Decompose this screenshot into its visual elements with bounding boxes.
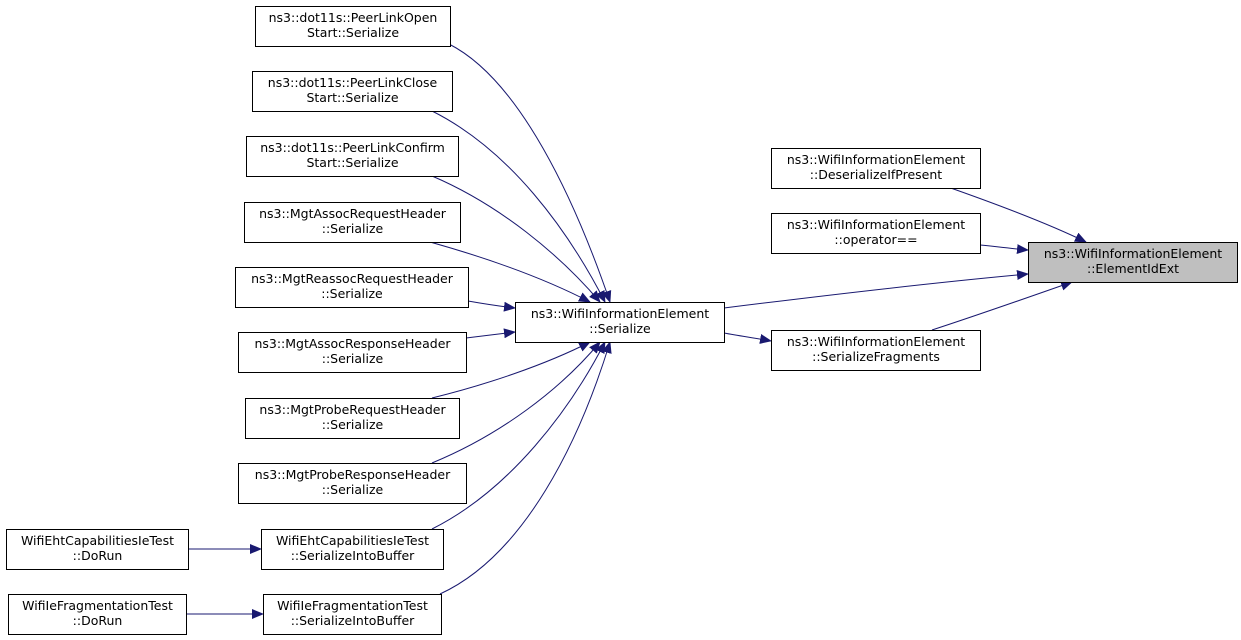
edge-ser-to-root (723, 270, 1029, 309)
edge-ser-to-serfrag (723, 332, 772, 344)
node-label-line: Start::Serialize (306, 155, 398, 170)
node-box (245, 398, 460, 439)
node-label-line: ns3::dot11s::PeerLinkClose (268, 75, 438, 90)
edges-layer (185, 43, 1087, 619)
node-plcl[interactable]: ns3::dot11s::PeerLinkCloseStart::Seriali… (252, 71, 453, 112)
node-box (8, 594, 187, 635)
node-label-line: ns3::dot11s::PeerLinkConfirm (260, 140, 445, 155)
node-label-line: ::SerializeIntoBuffer (291, 548, 415, 563)
nodes-layer: ns3::WifiInformationElement::ElementIdEx… (6, 6, 1238, 635)
node-box (515, 302, 725, 343)
node-box (771, 148, 981, 189)
node-label-line: Start::Serialize (306, 90, 398, 105)
node-label-line: ns3::WifiInformationElement (531, 306, 709, 321)
node-box (1028, 242, 1238, 283)
node-label-line: ::SerializeIntoBuffer (291, 613, 415, 628)
node-label-line: ::ElementIdExt (1087, 261, 1179, 276)
node-box (244, 202, 461, 243)
node-label-line: ns3::dot11s::PeerLinkOpen (269, 10, 438, 25)
node-label-line: ns3::MgtAssocResponseHeader (254, 336, 451, 351)
node-ehtbuf[interactable]: WifiEhtCapabilitiesIeTest::SerializeInto… (261, 529, 444, 570)
node-opeq[interactable]: ns3::WifiInformationElement::operator== (771, 213, 981, 254)
node-box (235, 267, 469, 308)
node-box (771, 213, 981, 254)
node-label-line: ::operator== (834, 232, 917, 247)
node-ehtrun[interactable]: WifiEhtCapabilitiesIeTest::DoRun (6, 529, 189, 570)
edge-assocresp-to-ser (465, 328, 516, 339)
node-box (246, 136, 459, 177)
node-label-line: ::Serialize (589, 321, 651, 336)
node-plo[interactable]: ns3::dot11s::PeerLinkOpenStart::Serializ… (255, 6, 451, 47)
node-label-line: WifiIeFragmentationTest (277, 598, 428, 613)
node-probereq[interactable]: ns3::MgtProbeRequestHeader::Serialize (245, 398, 460, 439)
edge-fragbuf-to-ser (439, 341, 612, 595)
node-box (261, 529, 444, 570)
node-label-line: ::DoRun (73, 548, 123, 563)
node-box (6, 529, 189, 570)
node-assocreq[interactable]: ns3::MgtAssocRequestHeader::Serialize (244, 202, 461, 243)
node-serfrag[interactable]: ns3::WifiInformationElement::SerializeFr… (771, 330, 981, 371)
edge-serfrag-to-root (931, 280, 1073, 331)
node-label-line: ::Serialize (322, 351, 384, 366)
node-label-line: ns3::MgtProbeResponseHeader (255, 467, 451, 482)
node-fragbuf[interactable]: WifiIeFragmentationTest::SerializeIntoBu… (263, 594, 442, 635)
node-plcf[interactable]: ns3::dot11s::PeerLinkConfirmStart::Seria… (246, 136, 459, 177)
node-deser[interactable]: ns3::WifiInformationElement::Deserialize… (771, 148, 981, 189)
node-label-line: Start::Serialize (307, 25, 399, 40)
edge-opeq-to-root (979, 244, 1029, 255)
node-label-line: WifiIeFragmentationTest (22, 598, 173, 613)
node-root[interactable]: ns3::WifiInformationElement::ElementIdEx… (1028, 242, 1238, 283)
node-label-line: ::DeserializeIfPresent (810, 167, 942, 182)
edge-probereq-to-ser (431, 341, 591, 399)
node-assocresp[interactable]: ns3::MgtAssocResponseHeader::Serialize (238, 332, 467, 373)
edge-plcf-to-ser (431, 175, 601, 303)
node-fragrun[interactable]: WifiIeFragmentationTest::DoRun (8, 594, 187, 635)
node-label-line: ns3::MgtAssocRequestHeader (259, 206, 447, 221)
node-label-line: ns3::WifiInformationElement (787, 334, 965, 349)
node-label-line: ns3::WifiInformationElement (787, 217, 965, 232)
node-reassocreq[interactable]: ns3::MgtReassocRequestHeader::Serialize (235, 267, 469, 308)
node-proberesp[interactable]: ns3::MgtProbeResponseHeader::Serialize (238, 463, 467, 504)
node-box (771, 330, 981, 371)
edge-plo-to-ser (448, 43, 612, 303)
node-box (263, 594, 442, 635)
node-label-line: ::Serialize (322, 482, 384, 497)
edge-reassocreq-to-ser (467, 300, 516, 312)
node-label-line: ns3::MgtProbeRequestHeader (259, 402, 446, 417)
node-label-line: ns3::WifiInformationElement (1044, 246, 1222, 261)
node-label-line: ::Serialize (322, 417, 384, 432)
edge-assocreq-to-ser (429, 241, 591, 303)
node-box (252, 71, 453, 112)
node-label-line: ::Serialize (322, 221, 384, 236)
node-box (238, 463, 467, 504)
edge-plcl-to-ser (431, 110, 606, 303)
node-label-line: WifiEhtCapabilitiesIeTest (276, 533, 429, 548)
edge-ehtbuf-to-ser (431, 341, 606, 530)
node-label-line: ::SerializeFragments (812, 349, 940, 364)
node-label-line: ::Serialize (321, 286, 383, 301)
node-box (255, 6, 451, 47)
node-label-line: ns3::MgtReassocRequestHeader (251, 271, 454, 286)
edge-proberesp-to-ser (431, 341, 601, 464)
node-label-line: ::DoRun (73, 613, 123, 628)
edge-deser-to-root (944, 185, 1087, 243)
node-ser[interactable]: ns3::WifiInformationElement::Serialize (515, 302, 725, 343)
node-box (238, 332, 467, 373)
node-label-line: ns3::WifiInformationElement (787, 152, 965, 167)
node-label-line: WifiEhtCapabilitiesIeTest (21, 533, 174, 548)
